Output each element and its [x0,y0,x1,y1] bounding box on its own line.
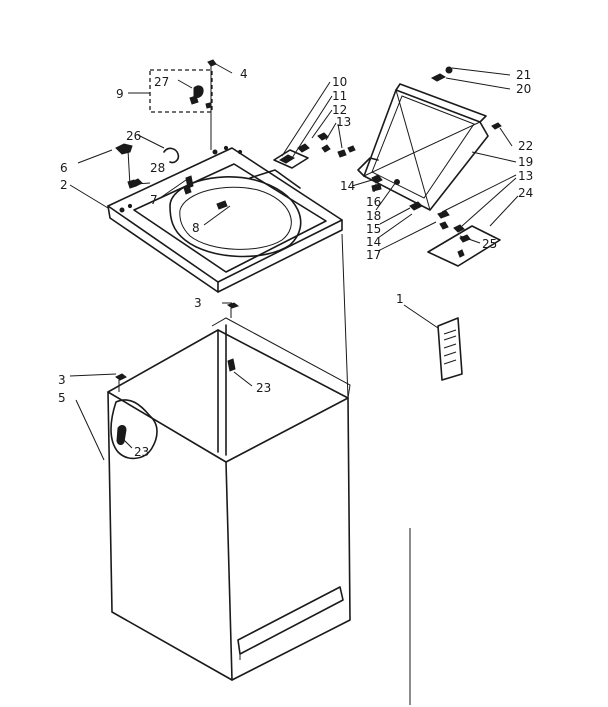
callout-14b: 14 [366,235,381,249]
callout-21: 21 [516,68,531,82]
callout-11: 11 [332,89,347,103]
callout-20: 20 [516,82,531,96]
hinge-plate-part-24 [427,224,501,267]
callout-16: 16 [366,195,381,209]
callout-15: 15 [366,222,381,236]
lid-switch-parts [273,132,356,169]
callout-12: 12 [332,103,347,117]
callout-28: 28 [150,161,165,175]
callout-7: 7 [150,193,158,207]
callout-10: 10 [332,75,347,89]
callout-4: 4 [240,67,248,81]
callout-19: 19 [518,155,533,169]
top-cover-part-2 [107,145,343,293]
callout-23b: 23 [134,445,149,459]
callout-24: 24 [518,186,533,200]
cabinet-part-5 [107,317,351,681]
callout-25: 25 [482,237,497,251]
callout-1: 1 [396,292,404,306]
lid-part-19 [357,83,489,211]
screw-part-3 [226,302,240,318]
callout-23a: 23 [256,381,271,395]
callout-numbers: 4 27 9 26 6 2 28 7 8 10 11 12 13 14 16 1… [58,67,533,459]
callout-8: 8 [192,221,200,235]
callout-5: 5 [58,391,66,405]
callout-26: 26 [126,129,141,143]
callout-2: 2 [60,178,68,192]
callout-14a: 14 [340,179,355,193]
callout-17: 17 [366,248,381,262]
lid-hinge-parts [371,66,502,230]
instruction-card-part-1 [437,317,463,381]
callout-9: 9 [116,87,124,101]
leader-lines [69,62,519,461]
callout-6: 6 [60,161,68,175]
callout-3a: 3 [194,296,202,310]
callout-13b: 13 [518,169,533,183]
callout-13a: 13 [336,115,351,129]
callout-3b: 3 [58,373,66,387]
callout-18: 18 [366,209,381,223]
callout-22: 22 [518,139,533,153]
callout-27: 27 [154,75,169,89]
